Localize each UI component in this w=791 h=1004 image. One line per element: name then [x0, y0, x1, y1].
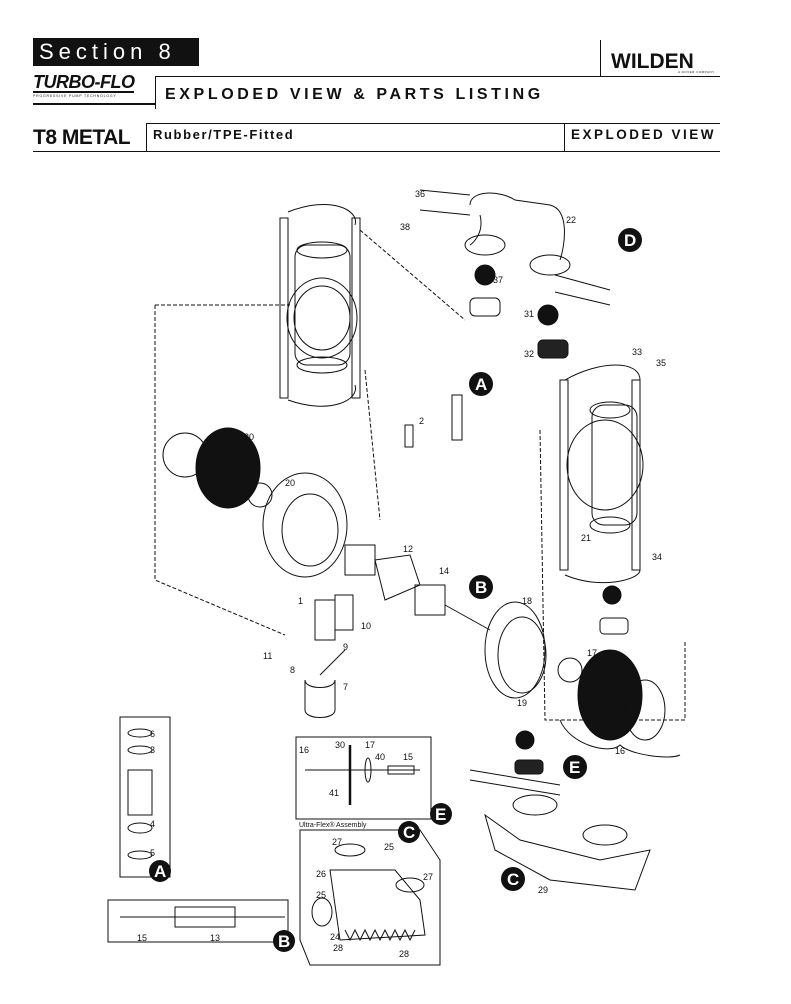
callout-b-inset: B [273, 930, 295, 952]
part-37: 37 [493, 275, 503, 285]
inset-b-frame [107, 899, 289, 943]
part-22: 22 [566, 215, 576, 225]
svg-text:C: C [507, 870, 519, 889]
svg-text:B: B [278, 932, 290, 951]
part-31: 31 [524, 309, 534, 319]
inset-b-part-15: 15 [137, 933, 147, 943]
part-11: 11 [263, 651, 272, 661]
part-1: 1 [298, 596, 303, 606]
part-4: 4 [150, 819, 155, 829]
inset-b-part-13: 13 [210, 933, 220, 943]
inset-c-part-25-left: 25 [316, 890, 326, 900]
ultraflex-part-30: 30 [335, 740, 345, 750]
model-rule [33, 151, 720, 152]
inset-c-part-27-right: 27 [423, 872, 433, 882]
part-8: 8 [290, 665, 295, 675]
part-10: 10 [361, 621, 371, 631]
left-diaphragm-plate [262, 472, 348, 578]
svg-text:D: D [624, 231, 636, 250]
part-5: 5 [150, 848, 155, 858]
part-6: 6 [150, 729, 155, 739]
inset-c-part-26: 26 [316, 869, 326, 879]
inset-c-part-25-top: 25 [384, 842, 394, 852]
part-21: 21 [581, 533, 591, 543]
page-title: EXPLODED VIEW & PARTS LISTING [165, 86, 544, 103]
svg-text:B: B [475, 578, 487, 597]
part-2: 2 [419, 416, 424, 426]
model-name: T8 METAL [33, 126, 131, 149]
ultraflex-part-41: 41 [329, 788, 339, 798]
part-34: 34 [652, 552, 662, 562]
svg-text:A: A [475, 375, 487, 394]
view-label: EXPLODED VIEW [571, 127, 717, 142]
svg-text:C: C [403, 823, 415, 842]
ultraflex-part-15: 15 [403, 752, 413, 762]
part-19: 19 [517, 698, 527, 708]
header-rule-top [33, 103, 155, 105]
svg-text:E: E [435, 805, 446, 824]
part-36: 36 [415, 189, 425, 199]
center-block [304, 544, 446, 718]
part-14: 14 [439, 566, 449, 576]
callout-e-main: E [563, 755, 587, 779]
callout-a-inset: A [149, 860, 171, 882]
inset-c-part-24: 24 [330, 932, 340, 942]
fitting-subtitle: Rubber/TPE-Fitted [153, 127, 295, 142]
svg-text:A: A [154, 862, 166, 881]
callout-a-main: A [469, 372, 493, 396]
part-17: 17 [587, 648, 597, 658]
part-38: 38 [400, 222, 410, 232]
part-32: 32 [524, 349, 534, 359]
part-12: 12 [403, 544, 413, 554]
inlet-manifold [469, 769, 651, 891]
part-35: 35 [656, 358, 666, 368]
header-rule-title-left [155, 76, 156, 109]
part-9: 9 [343, 642, 348, 652]
callout-c-main: C [501, 867, 525, 891]
part-20: 20 [285, 478, 295, 488]
view-rule-top [564, 123, 720, 124]
callout-e-inset: E [430, 803, 452, 825]
inset-c-part-27: 27 [332, 837, 342, 847]
part-16: 16 [615, 746, 625, 756]
discharge-manifold [419, 189, 611, 306]
svg-text:E: E [569, 758, 580, 777]
view-rule-left [564, 123, 565, 151]
callout-b-main: B [469, 575, 493, 599]
callout-c-inset: C [398, 821, 420, 843]
wilden-divider [600, 40, 601, 76]
part-number-labels: 36 38 22 37 31 32 33 35 2 30 20 21 34 12… [137, 189, 666, 959]
wilden-logo: WILDEN [611, 50, 694, 73]
part-7: 7 [343, 682, 348, 692]
brand-tagline: PROGRESSIVE PUMP TECHNOLOGY [33, 94, 117, 98]
inset-c-part-28-left: 28 [333, 943, 343, 953]
part-18: 18 [522, 596, 532, 606]
part-30: 30 [244, 432, 254, 442]
part-33: 33 [632, 347, 642, 357]
ultraflex-part-16: 16 [299, 745, 309, 755]
subtitle-rule-top [146, 123, 566, 124]
subtitle-rule-left [146, 123, 147, 151]
inset-c-part-28-right: 28 [399, 949, 409, 959]
part-29: 29 [538, 885, 548, 895]
ultraflex-caption: Ultra-Flex® Assembly [299, 821, 367, 829]
ultraflex-part-17: 17 [365, 740, 375, 750]
callout-d: D [618, 228, 642, 252]
inset-c-frame [299, 829, 441, 966]
header-rule-title [155, 76, 720, 77]
inset-e-frame [295, 736, 432, 820]
brand-wordmark: TURBO-FLO [33, 72, 135, 93]
turbo-flo-logo: TURBO-FLO PROGRESSIVE PUMP TECHNOLOGY [33, 73, 151, 99]
section-label: Section 8 [33, 38, 199, 66]
right-liquid-chamber [559, 364, 644, 584]
left-liquid-chamber [279, 203, 361, 407]
wilden-tagline: A DOVER COMPANY [678, 70, 715, 74]
inset-a-frame [119, 716, 171, 878]
ultraflex-part-40: 40 [375, 752, 385, 762]
part-3: 3 [150, 745, 155, 755]
